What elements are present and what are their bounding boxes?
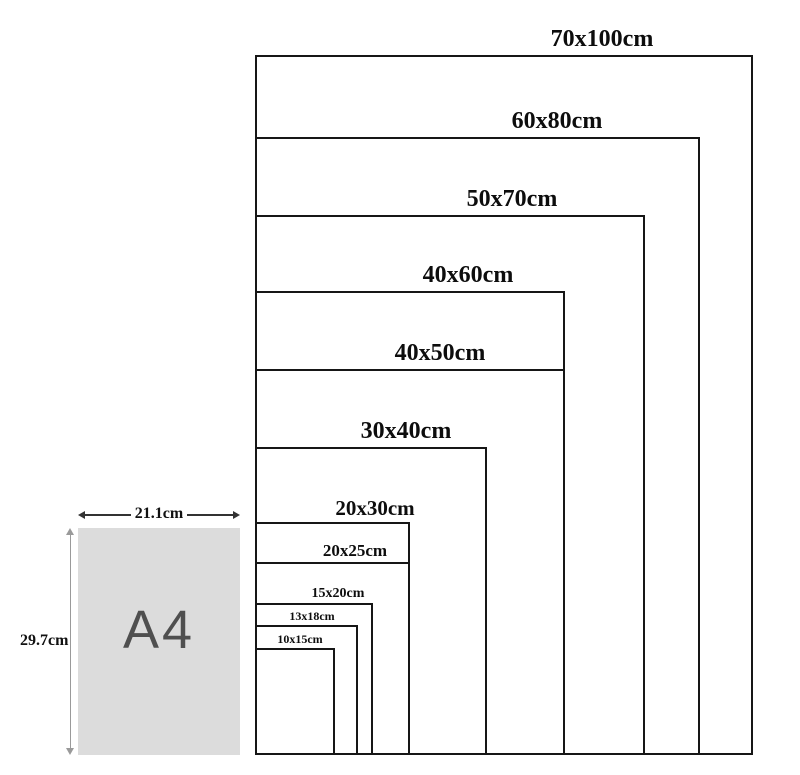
- size-label-50x70: 50x70cm: [466, 186, 558, 212]
- a4-reference-sheet: A4: [78, 528, 240, 755]
- size-label-70x100: 70x100cm: [550, 26, 654, 52]
- arrow-right-icon: [233, 511, 240, 519]
- a4-width-label: 21.1cm: [134, 505, 184, 522]
- dimension-line-right: [187, 514, 233, 516]
- a4-height-label: 29.7cm: [20, 632, 69, 649]
- dimension-line-vertical: [69, 535, 71, 748]
- size-label-40x50: 40x50cm: [394, 340, 486, 366]
- size-label-15x20: 15x20cm: [311, 586, 365, 601]
- a4-label: A4: [122, 599, 196, 660]
- a4-height-dimension: [64, 528, 76, 755]
- size-label-13x18: 13x18cm: [289, 609, 335, 623]
- size-label-60x80: 60x80cm: [511, 108, 603, 134]
- dimension-line-left: [85, 514, 131, 516]
- size-label-10x15: 10x15cm: [277, 632, 323, 646]
- size-label-40x60: 40x60cm: [422, 262, 514, 288]
- arrow-down-icon: [66, 748, 74, 755]
- size-label-20x30: 20x30cm: [335, 496, 415, 520]
- arrow-left-icon: [78, 511, 85, 519]
- size-rect-10x15: 10x15cm: [255, 632, 335, 755]
- size-label-30x40: 30x40cm: [360, 418, 452, 444]
- size-label-20x25: 20x25cm: [322, 541, 388, 560]
- a4-width-dimension: 21.1cm: [78, 505, 240, 524]
- arrow-up-icon: [66, 528, 74, 535]
